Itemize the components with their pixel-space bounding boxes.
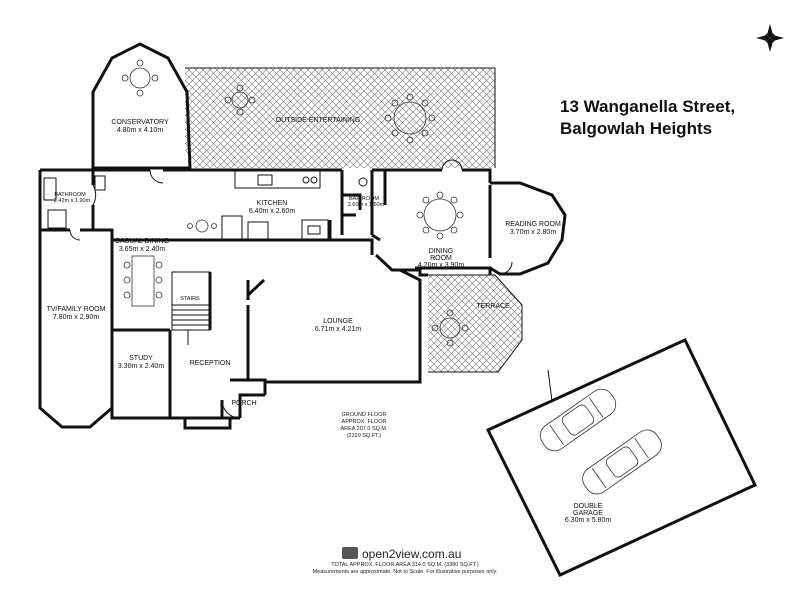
kitchen-round-table	[187, 219, 217, 233]
toilet	[94, 175, 106, 191]
compass-icon	[756, 24, 784, 52]
terrace-label: TERRACE	[476, 303, 510, 310]
bathroom-south-wall	[40, 228, 114, 248]
outside-table-small	[224, 84, 256, 116]
garage-label-2: GARAGE	[573, 510, 603, 517]
tv-family-room-label: TV/FAMILY ROOM	[47, 306, 106, 313]
garage-door	[527, 369, 553, 413]
dining-room-label-2: ROOM	[430, 255, 452, 262]
bar-room-label: BAR ROOM	[349, 196, 379, 202]
reading-room-dims: 3.70m x 2.80m	[510, 229, 556, 236]
bar-room-dims: 2.60m x 1.50m	[348, 202, 385, 208]
open2view-logo-icon	[342, 547, 358, 559]
outside-entertaining-label: OUTSIDE ENTERTAINING	[276, 117, 361, 124]
house-north-wall	[93, 168, 492, 183]
conservatory-table	[121, 59, 159, 97]
lounge-label: LOUNGE	[323, 318, 353, 325]
footer-total-area: TOTAL APPROX. FLOOR AREA 314.0 SQ.M. (33…	[331, 562, 479, 568]
outside-entertaining-deck	[185, 68, 495, 168]
door-swings	[69, 159, 513, 419]
cooktop-burner	[302, 176, 310, 184]
casual-dining-table	[123, 255, 163, 307]
porch-label: PORCH	[231, 400, 256, 407]
cooktop-burner-2	[310, 176, 318, 184]
ground-floor-note-1: GROUND FLOOR	[342, 412, 387, 418]
casual-dining-label: CASUAL DINING	[115, 238, 169, 245]
dining-room-label-1: DINING	[429, 248, 454, 255]
dining-room-table	[416, 191, 464, 240]
address-line-2: Balgowlah Heights	[560, 119, 713, 138]
kitchen-fridge	[301, 219, 329, 241]
tv-family-room-dims: 7.80m x 2.90m	[53, 314, 99, 321]
address-line-1: 13 Wanganella Street,	[560, 97, 736, 116]
conservatory-label: CONSERVATORY	[111, 119, 169, 126]
shower	[47, 209, 67, 229]
garage-label-1: DOUBLE	[574, 503, 603, 510]
brand-name: open2view.com.au	[362, 547, 462, 561]
kitchen-south-wall	[180, 220, 374, 255]
footer-disclaimer: Measurements are approximate. Not to Sca…	[312, 569, 498, 575]
terrace-outline	[428, 274, 523, 373]
microwave	[307, 225, 321, 235]
study-label: STUDY	[129, 355, 153, 362]
lounge-dining-wall	[374, 253, 428, 277]
ground-floor-note-4: (2229 SQ.FT.)	[347, 433, 382, 439]
garage-dims: 6.30m x 5.80m	[565, 517, 611, 524]
ground-floor-note-2: APPROX. FLOOR	[342, 419, 387, 425]
property-address: 13 Wanganella Street, Balgowlah Heights	[560, 96, 735, 140]
dining-room-dims: 4.20m x 3.90m	[418, 262, 464, 269]
casual-dining-dims: 3.65m x 2.40m	[119, 246, 165, 253]
outside-table-large	[384, 93, 436, 144]
kitchen-dims: 6.40m x 2.60m	[249, 208, 295, 215]
reading-room-walls	[489, 181, 567, 276]
bathroom-dims: 2.42m x 1.90m	[54, 198, 91, 204]
kitchen-label: KITCHEN	[257, 200, 288, 207]
reception-label: RECEPTION	[190, 360, 231, 367]
car-right	[582, 429, 662, 495]
stairs-label: STAIRS	[180, 296, 200, 302]
study-dims: 3.30m x 2.40m	[118, 363, 164, 370]
terrace-table	[431, 309, 469, 347]
dining-room-walls	[371, 170, 492, 275]
porch-walls	[183, 418, 232, 430]
kitchen-cabinet	[247, 221, 269, 241]
lounge-dims: 6.71m x 4.21m	[315, 326, 361, 333]
garage-walls	[485, 338, 758, 577]
bar-sink	[358, 177, 368, 187]
reception-walls	[208, 272, 267, 418]
tv-room-walls	[38, 168, 114, 429]
kitchen-bench	[234, 169, 321, 189]
bathroom-label: BATHROOM	[54, 192, 86, 198]
kitchen-island	[221, 215, 243, 241]
stairs-treads	[172, 304, 210, 345]
terrace-deck	[428, 275, 522, 372]
reading-room-label: READING ROOM	[505, 221, 561, 228]
conservatory-dims: 4.80m x 4.10m	[117, 127, 163, 134]
footer-note: TOTAL APPROX. FLOOR AREA 314.0 SQ.M. (33…	[300, 562, 510, 576]
bath-vanity	[43, 177, 57, 201]
deck-outline	[185, 67, 496, 168]
ground-floor-note-3: AREA 207.0 SQ.M.	[340, 426, 388, 432]
casual-dining-walls	[110, 238, 240, 420]
bar-room-walls	[340, 170, 374, 235]
car-left	[539, 388, 617, 452]
conservatory-walls	[91, 42, 192, 170]
kitchen-sink	[257, 174, 273, 186]
